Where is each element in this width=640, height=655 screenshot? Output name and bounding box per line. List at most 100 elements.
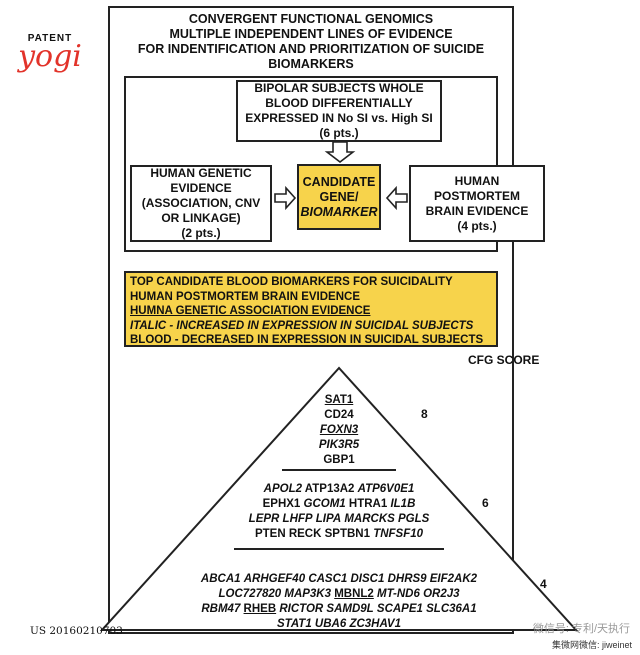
gene-reck: RECK [288,528,322,540]
tier-3-row-2: LOC727820 MAP3K3 MBNL2 MT-ND6 OR2J3 [194,587,484,602]
gene-apol2: APOL2 [263,483,303,495]
tier-2-score: 6 [482,496,489,510]
gene-map3k3: MAP3K3 [284,588,332,600]
jiwei-watermark: 集微网微信: jiweinet [551,640,632,650]
gene-or2j3: OR2J3 [423,588,460,600]
blood-evidence-points: (6 pts.) [319,126,359,140]
legend-line-1: TOP CANDIDATE BLOOD BIOMARKERS FOR SUICI… [130,276,453,288]
gene-zc3hav1: ZC3HAV1 [349,618,401,630]
diagram-frame [108,6,514,634]
gene-arhgef40: ARHGEF40 [243,573,306,585]
candidate-line-2: GENE/ [319,189,359,204]
blood-expression-evidence-box: BIPOLAR SUBJECTS WHOLE BLOOD DIFFERENTIA… [236,80,442,142]
gene-htra1: HTRA1 [348,498,388,510]
tier-2-genes: APOL2 ATP13A2 ATP6V0E1 EPHX1 GCOM1 HTRA1… [234,482,444,542]
patent-number: US 20160210703 [30,625,123,637]
tier-2-row-2: EPHX1 GCOM1 HTRA1 IL1B [234,497,444,512]
candidate-line-1: CANDIDATE [302,174,376,189]
gene-tnfsf10: TNFSF10 [373,528,424,540]
gene-rictor: RICTOR [279,603,324,615]
postmortem-evidence-line-1: HUMAN POSTMORTEM [434,173,520,203]
tier-3-row-3: RBM47 RHEB RICTOR SAMD9L SCAPE1 SLC36A1 [194,602,484,617]
title-line-1: CONVERGENT FUNCTIONAL GENOMICS [188,12,434,26]
gene-gcom1: GCOM1 [303,498,346,510]
gene-atp6v0e1: ATP6V0E1 [357,483,415,495]
tier-2-row-1: APOL2 ATP13A2 ATP6V0E1 [234,482,444,497]
title-line-2: MULTIPLE INDEPENDENT LINES OF EVIDENCE [169,27,453,41]
legend-line-4: ITALIC - INCREASED IN EXPRESSION IN SUIC… [130,319,474,332]
postmortem-evidence-points: (4 pts.) [457,218,497,233]
gene-foxn3: FOXN3 [319,424,359,436]
gene-mt-nd6: MT-ND6 [377,588,420,600]
gene-marcks: MARCKS [344,513,395,525]
gene-lhfp: LHFP [282,513,313,525]
wechat-watermark: 微信号: 专利/天执行 [532,623,630,635]
gene-gbp1: GBP1 [323,454,355,466]
gene-loc727820: LOC727820 [218,588,282,600]
blood-evidence-line-3: EXPRESSED IN No SI vs. High SI [245,111,433,125]
patent-yogi-logo: PATENT yogi [14,34,86,72]
logo-text-patent: PATENT [27,33,73,44]
gene-cd24: CD24 [324,409,354,421]
arrow-right-icon [274,185,297,211]
legend-line-2: HUMAN POSTMORTEM BRAIN EVIDENCE [130,290,361,303]
arrow-left-icon [385,185,408,211]
diagram-title: CONVERGENT FUNCTIONAL GENOMICS MULTIPLE … [110,12,512,72]
gene-abca1: ABCA1 [200,573,241,585]
legend-line-5: BLOOD - DECREASED IN EXPRESSION IN SUICI… [130,334,484,346]
gene-rbm47: RBM47 [201,603,241,615]
legend-line-3: HUMNA GENETIC ASSOCIATION EVIDENCE [130,305,371,317]
gene-dhrs9: DHRS9 [387,573,427,585]
gene-scape1: SCAPE1 [376,603,423,615]
genetic-evidence-line-1: HUMAN GENETIC [150,166,252,180]
genetic-evidence-line-2: EVIDENCE [170,181,232,195]
logo-text-yogi: yogi [18,39,82,74]
postmortem-evidence-box: HUMAN POSTMORTEM BRAIN EVIDENCE (4 pts.) [409,165,545,242]
gene-ephx1: EPHX1 [262,498,301,510]
gene-rheb: RHEB [243,603,277,615]
tier-3-row-4: STAT1 UBA6 ZC3HAV1 [194,617,484,632]
gene-mbnl2: MBNL2 [334,588,374,600]
arrow-down-icon [324,141,356,164]
title-line-3: FOR INDENTIFICATION AND PRIORITIZATION O… [137,42,485,56]
postmortem-evidence-line-2: BRAIN EVIDENCE [425,203,529,218]
gene-sat1: SAT1 [324,394,354,406]
tier-2-row-3: LEPR LHFP LIPA MARCKS PGLS [234,512,444,527]
tier-1-genes: SAT1 CD24 FOXN3 PIK3R5 GBP1 [289,393,389,468]
gene-samd9l: SAMD9L [326,603,374,615]
biomarker-legend: TOP CANDIDATE BLOOD BIOMARKERS FOR SUICI… [124,271,498,347]
pyramid-outline [99,366,579,631]
tier-2-row-4: PTEN RECK SPTBN1 TNFSF10 [234,527,444,542]
title-line-4: BIOMARKERS [268,57,354,71]
gene-casc1: CASC1 [308,573,348,585]
gene-slc36a1: SLC36A1 [426,603,477,615]
tier-3-row-1: ABCA1 ARHGEF40 CASC1 DISC1 DHRS9 EIF2AK2 [194,572,484,587]
gene-uba6: UBA6 [314,618,347,630]
blood-evidence-line-1: BIPOLAR SUBJECTS WHOLE [254,81,424,95]
tier-3-genes: ABCA1 ARHGEF40 CASC1 DISC1 DHRS9 EIF2AK2… [194,572,484,632]
gene-pgls: PGLS [398,513,430,525]
gene-disc1: DISC1 [350,573,385,585]
cfg-score-label: CFG SCORE [468,353,540,367]
candidate-line-3: BIOMARKER [300,204,378,219]
gene-sptbn1: SPTBN1 [324,528,370,540]
gene-pik3r5: PIK3R5 [318,439,360,451]
blood-evidence-line-2: BLOOD DIFFERENTIALLY [265,96,413,110]
evidence-section [124,76,498,252]
genetic-evidence-box: HUMAN GENETIC EVIDENCE (ASSOCIATION, CNV… [130,165,272,242]
genetic-evidence-points: (2 pts.) [181,226,221,240]
gene-atp13a2: ATP13A2 [304,483,355,495]
gene-il1b: IL1B [390,498,416,510]
tier-3-score: 4 [540,577,547,591]
candidate-gene-box: CANDIDATE GENE/ BIOMARKER [297,164,381,230]
genetic-evidence-line-4: OR LINKAGE) [161,211,241,225]
gene-eif2ak2: EIF2AK2 [429,573,478,585]
gene-pten: PTEN [254,528,286,540]
gene-lipa: LIPA [315,513,342,525]
genetic-evidence-line-3: (ASSOCIATION, CNV [141,196,261,210]
gene-lepr: LEPR [248,513,280,525]
gene-stat1: STAT1 [277,618,312,630]
tier-1-score: 8 [421,407,428,421]
